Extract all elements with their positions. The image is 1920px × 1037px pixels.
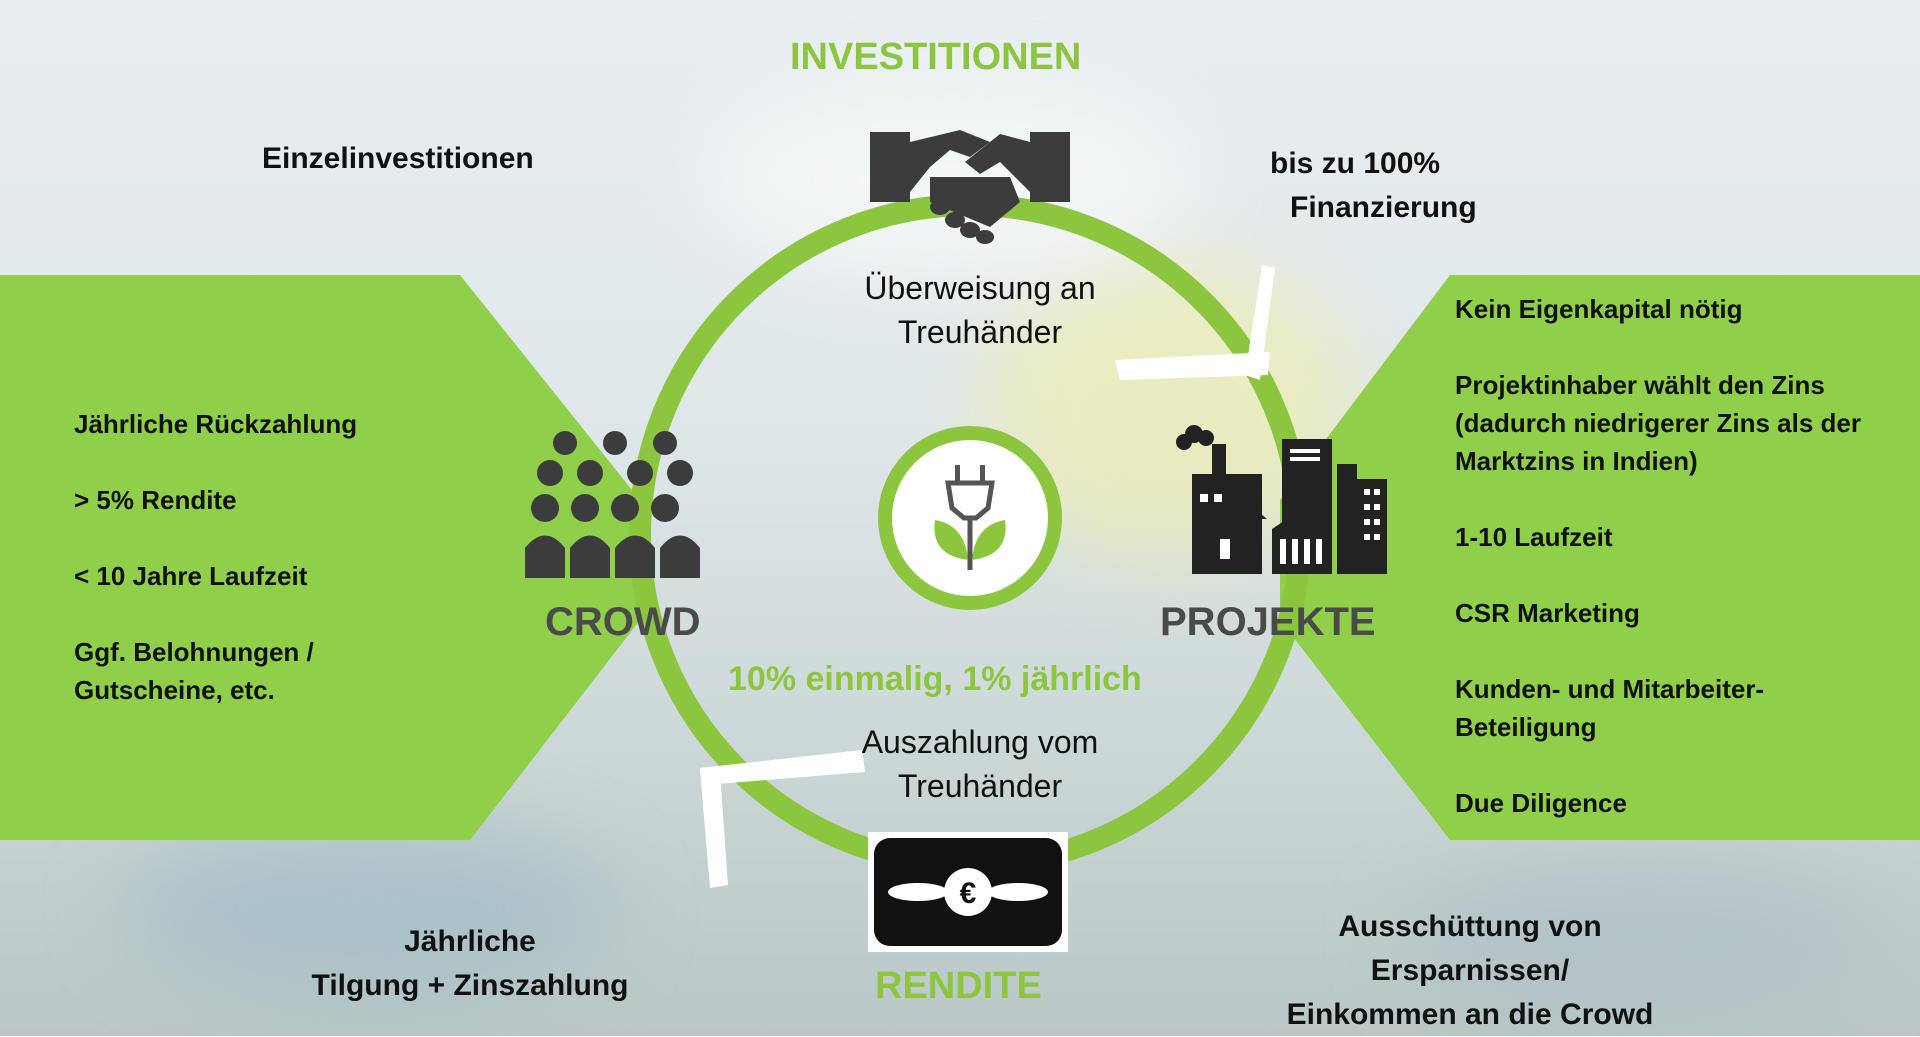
right-panel-item-2: Projektinhaber wählt den Zins (1455, 370, 1825, 400)
transfer-out-text: Auszahlung vom Treuhänder (830, 720, 1130, 808)
right-panel-item-7: Kunden- und Mitarbeiter- (1455, 674, 1765, 704)
top-right-note-line-1: bis zu 100% (1270, 147, 1441, 180)
left-panel-item-3: < 10 Jahre Laufzeit (74, 561, 308, 591)
left-panel-item-2: > 5% Rendite (74, 485, 237, 515)
right-panel-item-1: Kein Eigenkapital nötig (1455, 294, 1743, 324)
handshake-icon (870, 130, 1070, 244)
left-panel-item-5: Gutscheine, etc. (74, 675, 275, 705)
crowd-label: CROWD (545, 600, 701, 644)
left-panel-item-1: Jährliche Rückzahlung (74, 409, 358, 439)
top-left-note: Einzelinvestitionen (262, 142, 534, 175)
euro-bill-icon: € (868, 832, 1068, 952)
bottom-right-note-line-1: Ausschüttung von (1338, 910, 1602, 943)
transfer-out-line-1: Auszahlung vom (861, 724, 1099, 760)
svg-text:€: € (960, 877, 977, 910)
top-right-note-line-2: Finanzierung (1290, 191, 1477, 224)
transfer-in-line-1: Überweisung an (864, 270, 1096, 306)
bottom-left-note: Jährliche Tilgung + Zinszahlung (280, 920, 660, 1008)
right-panel-item-8: Beteiligung (1455, 712, 1597, 742)
left-panel-text: Jährliche Rückzahlung > 5% Rendite < 10 … (74, 405, 474, 709)
right-panel-item-3: (dadurch niedrigerer Zins als der (1455, 408, 1861, 438)
right-panel-item-4: Marktzins in Indien) (1455, 446, 1698, 476)
bottom-left-note-line-2: Tilgung + Zinszahlung (311, 969, 629, 1002)
plug-leaf-icon (934, 465, 1006, 570)
left-panel-item-4: Ggf. Belohnungen / (74, 637, 314, 667)
bottom-right-note-line-3: Einkommen an die Crowd (1286, 998, 1654, 1031)
bottom-right-note-line-2: Ersparnissen/ (1370, 954, 1570, 987)
bottom-right-note: Ausschüttung von Ersparnissen/ Einkommen… (1240, 905, 1700, 1037)
transfer-out-line-2: Treuhänder (897, 768, 1063, 804)
right-panel-item-5: 1-10 Laufzeit (1455, 522, 1613, 552)
investitionen-heading: INVESTITIONEN (790, 36, 1082, 78)
transfer-in-text: Überweisung an Treuhänder (830, 266, 1130, 354)
city-icon (1176, 425, 1387, 574)
crowd-icon (525, 431, 700, 578)
transfer-in-line-2: Treuhänder (897, 314, 1063, 350)
right-panel-item-9: Due Diligence (1455, 788, 1627, 818)
right-panel-item-6: CSR Marketing (1455, 598, 1640, 628)
rendite-heading: RENDITE (875, 965, 1042, 1007)
fee-label: 10% einmalig, 1% jährlich (728, 660, 1142, 698)
bottom-left-note-line-1: Jährliche (404, 925, 536, 958)
top-right-note: bis zu 100% Finanzierung (1270, 142, 1477, 230)
projekte-label: PROJEKTE (1160, 600, 1376, 644)
right-panel-text: Kein Eigenkapital nötig Projektinhaber w… (1455, 290, 1915, 822)
